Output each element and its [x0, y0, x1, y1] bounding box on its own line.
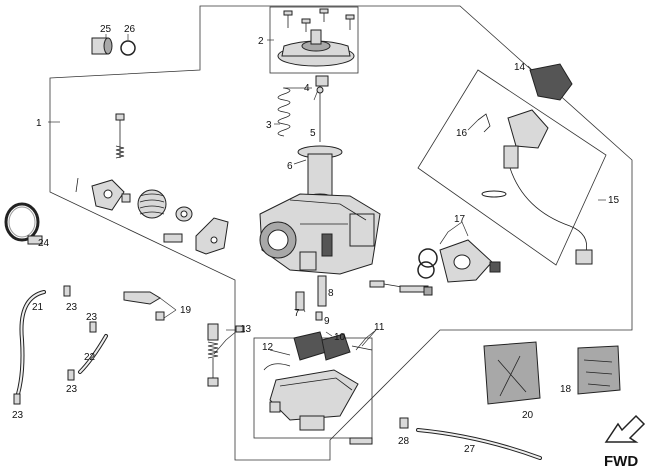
- part-vent-hose: [399, 417, 542, 460]
- part-sleeve-and-clip: [91, 37, 136, 56]
- part-jets: [295, 275, 327, 321]
- callout-16: 16: [456, 128, 468, 139]
- callout-14: 14: [514, 62, 526, 73]
- part-float-bowl: [263, 331, 373, 445]
- callout-2: 2: [258, 36, 264, 47]
- callout-13: 13: [240, 324, 252, 335]
- part-intake-flange: [417, 239, 501, 283]
- callout-27: 27: [464, 444, 476, 455]
- callout-21: 21: [32, 302, 44, 313]
- part-hoses: [13, 285, 108, 405]
- callout-9: 9: [324, 316, 330, 327]
- part-throttle-slide: [297, 145, 343, 203]
- callout-3: 3: [266, 120, 272, 131]
- callout-23a: 23: [66, 302, 78, 313]
- callout-8: 8: [328, 288, 334, 299]
- part-pump-rod: [207, 323, 245, 387]
- callout-1: 1: [36, 118, 42, 129]
- callout-24: 24: [38, 238, 50, 249]
- part-idle-screw: [369, 280, 433, 296]
- callout-20: 20: [522, 410, 534, 421]
- part-auto-choke: [477, 63, 593, 265]
- callout-25: 25: [100, 24, 112, 35]
- callout-6: 6: [287, 161, 293, 172]
- callout-23c: 23: [66, 384, 78, 395]
- callout-22: 22: [84, 352, 96, 363]
- part-slide-spring: [277, 87, 291, 137]
- callout-26: 26: [124, 24, 136, 35]
- part-choke-assembly: [75, 113, 229, 255]
- callout-numbers: 1 2 3 4 5 6 7 8 9 10 11 12 13 14 15 16 1…: [12, 24, 620, 455]
- callout-12: 12: [262, 342, 274, 353]
- part-filters: [483, 341, 621, 405]
- fwd-arrow-icon: [604, 414, 646, 443]
- callout-4: 4: [304, 83, 310, 94]
- callout-15: 15: [608, 195, 620, 206]
- direction-label: FWD: [604, 453, 638, 470]
- callout-19: 19: [180, 305, 192, 316]
- callout-5: 5: [310, 128, 316, 139]
- part-top-cover: [277, 8, 355, 67]
- callout-23d: 23: [12, 410, 24, 421]
- callout-23b: 23: [86, 312, 98, 323]
- callout-17: 17: [454, 214, 466, 225]
- callout-7: 7: [294, 308, 300, 319]
- part-drain-fitting: [123, 291, 165, 321]
- part-carburetor-body: [259, 193, 381, 275]
- callout-28: 28: [398, 436, 410, 447]
- part-jet-needle: [315, 75, 329, 142]
- callout-11: 11: [374, 322, 385, 333]
- callout-18: 18: [560, 384, 572, 395]
- part-hose-clamp: [4, 202, 43, 245]
- callout-10: 10: [334, 332, 346, 343]
